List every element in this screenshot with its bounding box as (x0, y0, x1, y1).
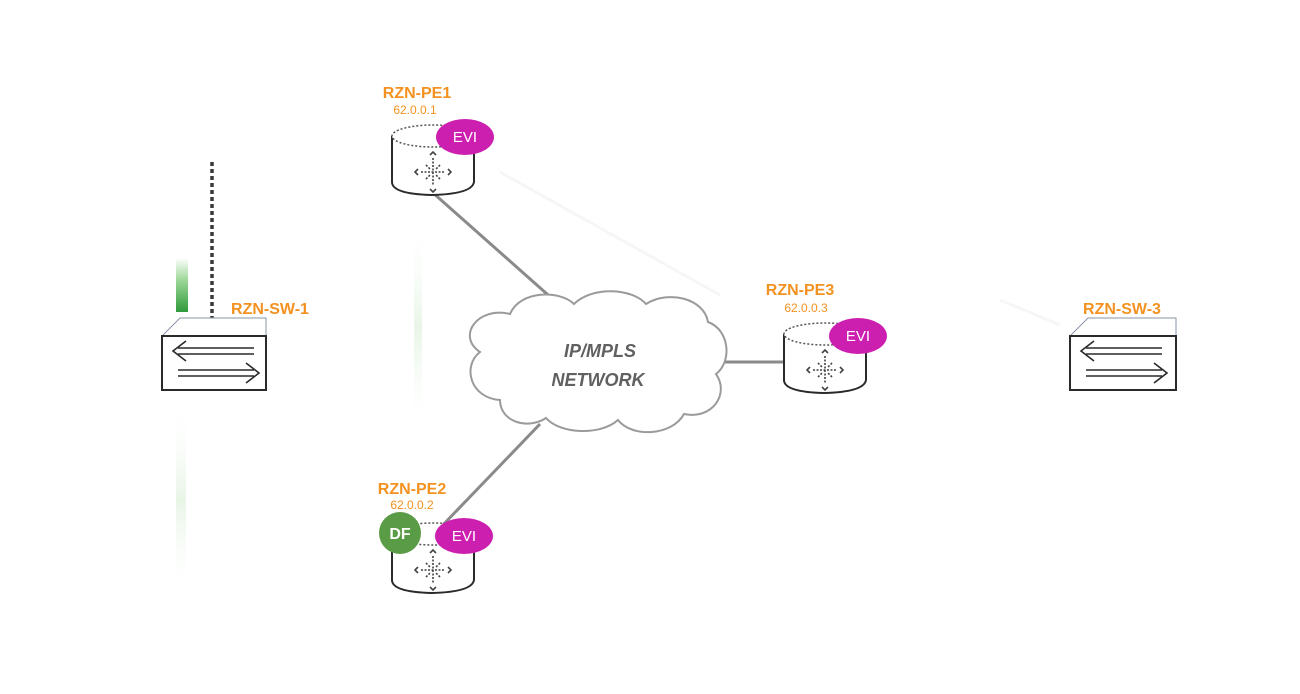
ip-mpls-cloud[interactable]: IP/MPLS NETWORK (468, 290, 728, 433)
switch-arrows-icon (1079, 340, 1169, 384)
background-traces (176, 170, 1061, 600)
pe2-df-label: DF (389, 526, 411, 543)
router-pe3[interactable]: RZN-PE3 62.0.0.3 EVI (766, 282, 887, 395)
pe2-df-badge[interactable] (379, 512, 421, 554)
router-icon (413, 548, 453, 592)
core-links (431, 190, 784, 530)
pe3-evi-label: EVI (846, 328, 870, 345)
pe1-evi-badge[interactable] (436, 119, 494, 155)
router-icon (805, 348, 845, 392)
cloud-label-line1: IP/MPLS (564, 341, 636, 361)
switch-sw1[interactable]: RZN-SW-1 (160, 301, 309, 391)
link-pe1-cloud[interactable] (431, 190, 557, 304)
sw1-top-face (160, 317, 267, 337)
pe3-ip: 62.0.0.3 (784, 301, 828, 315)
sw3-body (1069, 335, 1177, 391)
cloud-shape (468, 290, 728, 433)
pe2-evi-badge[interactable] (435, 518, 493, 554)
switch-sw3[interactable]: RZN-SW-3 (1068, 301, 1177, 391)
switch-arrows-icon (171, 340, 261, 384)
sw3-name: RZN-SW-3 (1083, 301, 1161, 318)
link-pe2-cloud[interactable] (438, 422, 542, 530)
pe2-ip: 62.0.0.2 (390, 498, 434, 512)
pe3-evi-badge[interactable] (829, 318, 887, 354)
router-pe1[interactable]: RZN-PE1 62.0.0.1 EVI (383, 85, 494, 197)
sw1-name: RZN-SW-1 (231, 301, 309, 318)
router-pe2[interactable]: RZN-PE2 62.0.0.2 EVI DF (378, 481, 493, 595)
pe3-name: RZN-PE3 (766, 282, 835, 299)
pe2-name: RZN-PE2 (378, 481, 447, 498)
pe2-evi-label: EVI (452, 528, 476, 545)
router-icon (413, 150, 453, 194)
sw3-top-face (1068, 317, 1177, 337)
access-links (210, 160, 1066, 562)
cloud-label-line2: NETWORK (552, 370, 647, 390)
pe1-name: RZN-PE1 (383, 85, 452, 102)
sw1-body (161, 335, 267, 391)
pe1-evi-label: EVI (453, 129, 477, 146)
green-status-bar (176, 258, 188, 312)
pe1-ip: 62.0.0.1 (393, 103, 437, 117)
